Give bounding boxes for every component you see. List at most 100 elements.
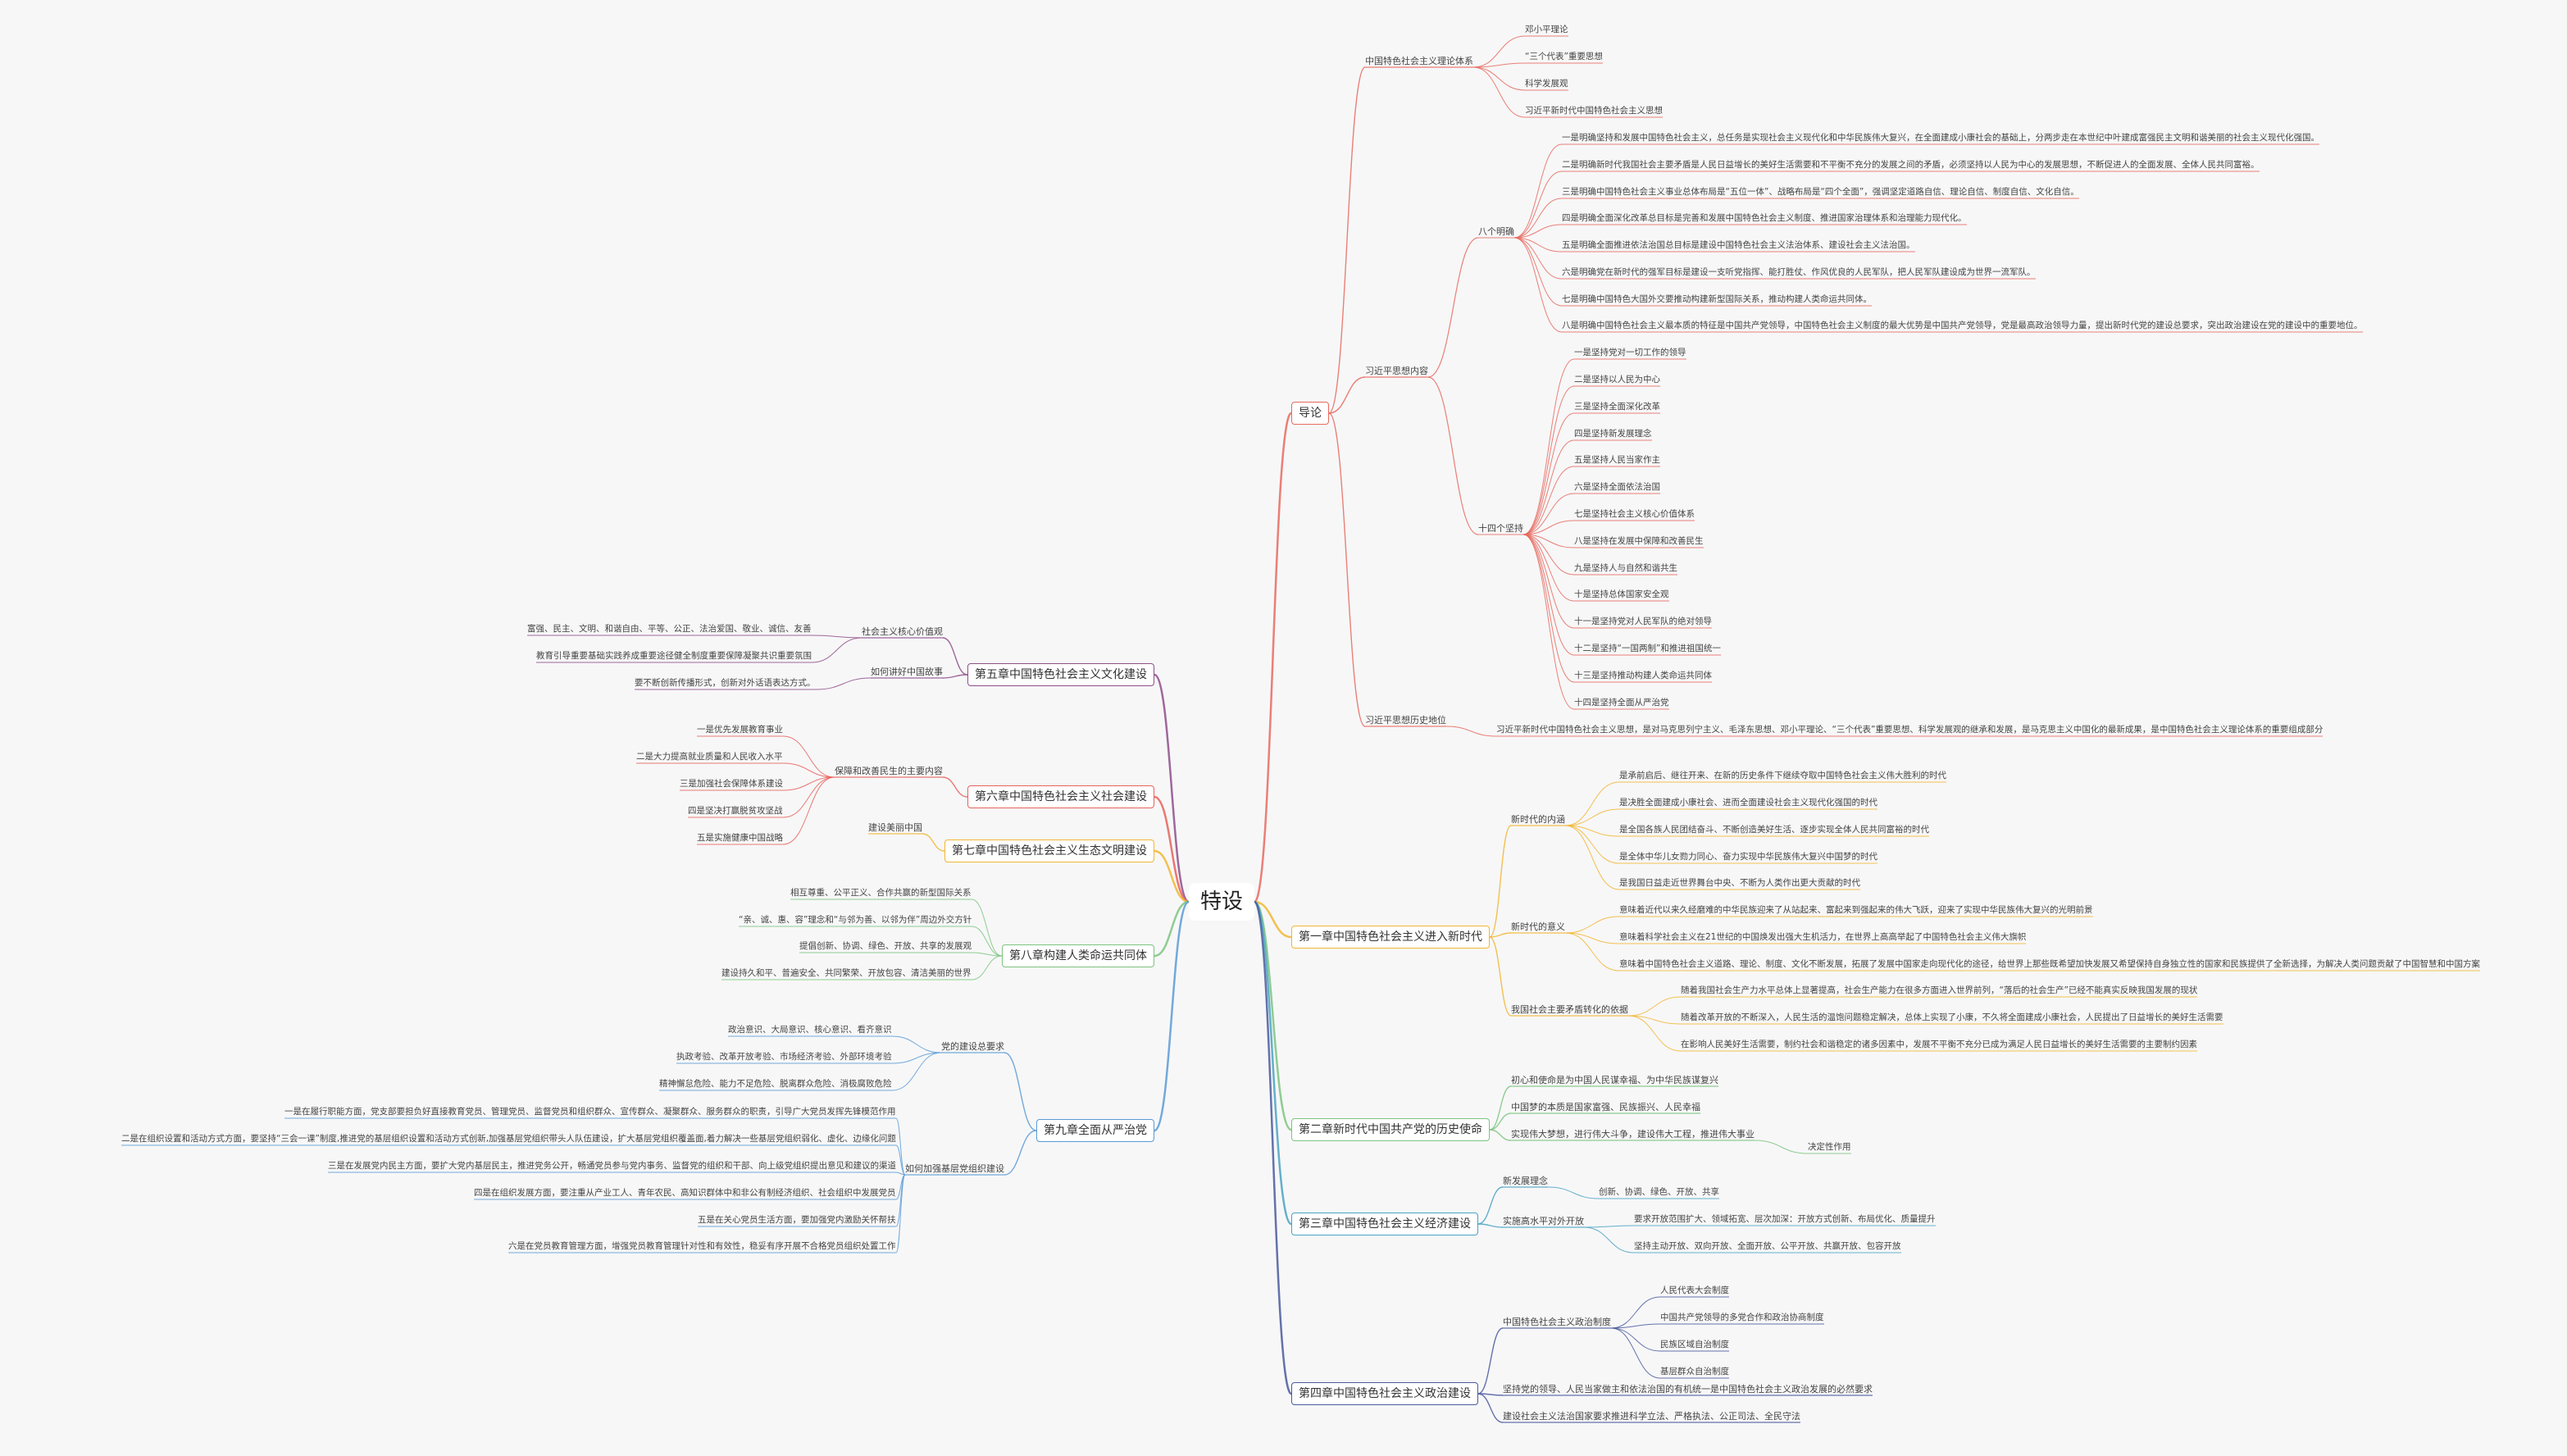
leaf-node[interactable]: 意味着近代以来久经磨难的中华民族迎来了从站起来、富起来到强起来的伟大飞跃，迎来了… xyxy=(1619,905,2093,915)
leaf-node[interactable]: 要不断创新传播形式，创新对外话语表达方式。 xyxy=(635,678,816,688)
leaf-node[interactable]: 六是明确党在新时代的强军目标是建设一支听党指挥、能打胜仗、作风优良的人民军队，把… xyxy=(1562,267,2036,277)
leaf-node[interactable]: 十一是坚持党对人民军队的绝对领导 xyxy=(1574,617,1712,626)
leaf-node[interactable]: 基层群众自治制度 xyxy=(1660,1367,1729,1376)
leaf-node[interactable]: 教育引导重要基础实践养成重要途径健全制度重要保障凝聚共识重要氛围 xyxy=(536,651,812,661)
leaf-node[interactable]: 二是明确新时代我国社会主要矛盾是人民日益增长的美好生活需要和不平衡不充分的发展之… xyxy=(1562,160,2260,170)
leaf-node[interactable]: 四是坚持新发展理念 xyxy=(1574,429,1652,439)
leaf-node[interactable]: 五是明确全面推进依法治国总目标是建设中国特色社会主义法治体系、建设社会主义法治国… xyxy=(1562,240,1915,250)
chapter-node[interactable]: 第七章中国特色社会主义生态文明建设 xyxy=(944,839,1154,862)
leaf-node[interactable]: 要求开放范围扩大、领域拓宽、层次加深：开放方式创新、布局优化、质量提升 xyxy=(1634,1214,1936,1224)
leaf-node[interactable]: 六是坚持全面依法治国 xyxy=(1574,482,1660,492)
leaf-node[interactable]: 在影响人民美好生活需要，制约社会和谐稳定的诸多因素中，发展不平衡不充分已成为满足… xyxy=(1681,1040,2197,1049)
leaf-node[interactable]: “三个代表”重要思想 xyxy=(1525,52,1603,61)
leaf-node[interactable]: 坚持主动开放、双向开放、全面开放、公平开放、共赢开放、包容开放 xyxy=(1634,1241,1901,1251)
leaf-node[interactable]: 创新、协调、绿色、开放、共享 xyxy=(1599,1187,1719,1197)
chapter-node[interactable]: 第四章中国特色社会主义政治建设 xyxy=(1291,1382,1478,1405)
section-node[interactable]: 实施高水平对外开放 xyxy=(1503,1216,1584,1226)
leaf-node[interactable]: 是决胜全面建成小康社会、进而全面建设社会主义现代化强国的时代 xyxy=(1619,798,1877,808)
leaf-node[interactable]: 提倡创新、协调、绿色、开放、共享的发展观 xyxy=(799,941,972,951)
leaf-node[interactable]: 二是坚持以人民为中心 xyxy=(1574,375,1660,384)
chapter-node[interactable]: 第九章全面从严治党 xyxy=(1036,1119,1154,1142)
section-node[interactable]: 中国特色社会主义理论体系 xyxy=(1365,56,1473,66)
leaf-node[interactable]: 九是坚持人与自然和谐共生 xyxy=(1574,563,1677,573)
leaf-node[interactable]: 三是在发展党内民主方面，要扩大党内基层民主，推进党务公开，畅通党员参与党内事务、… xyxy=(328,1161,896,1171)
leaf-node[interactable]: 是全国各族人民团结奋斗、不断创造美好生活、逐步实现全体人民共同富裕的时代 xyxy=(1619,825,1929,835)
leaf-node[interactable]: 八是坚持在发展中保障和改善民生 xyxy=(1574,536,1704,546)
section-node[interactable]: 新发展理念 xyxy=(1503,1176,1548,1186)
leaf-node[interactable]: 政治意识、大局意识、核心意识、看齐意识 xyxy=(728,1025,892,1035)
leaf-node[interactable]: 邓小平理论 xyxy=(1525,25,1568,34)
leaf-node[interactable]: 一是优先发展教育事业 xyxy=(697,725,783,735)
leaf-node[interactable]: “亲、诚、惠、容”理念和“与邻为善、以邻为伴”周边外交方针 xyxy=(739,915,972,925)
leaf-node[interactable]: 五是在关心党员生活方面，要加强党内激励关怀帮扶 xyxy=(698,1215,896,1225)
leaf-node[interactable]: 二是在组织设置和活动方式方面，要坚持“三会一课”制度,推进党的基层组织设置和活动… xyxy=(121,1134,896,1144)
leaf-node[interactable]: 一是明确坚持和发展中国特色社会主义，总任务是实现社会主义现代化和中华民族伟大复兴… xyxy=(1562,133,2319,143)
leaf-node[interactable]: 科学发展观 xyxy=(1525,79,1568,89)
leaf-node[interactable]: 三是坚持全面深化改革 xyxy=(1574,402,1660,412)
leaf-node[interactable]: 四是明确全面深化改革总目标是完善和发展中国特色社会主义制度、推进国家治理体系和治… xyxy=(1562,213,1967,223)
section-node[interactable]: 中国梦的本质是国家富强、民族振兴、人民幸福 xyxy=(1511,1102,1700,1112)
leaf-node[interactable]: 五是坚持人民当家作主 xyxy=(1574,455,1660,465)
section-node[interactable]: 中国特色社会主义政治制度 xyxy=(1503,1317,1611,1327)
leaf-node[interactable]: 随着改革开放的不断深入，人民生活的温饱问题稳定解决，总体上实现了小康，不久将全面… xyxy=(1681,1012,2223,1022)
leaf-node[interactable]: 习近平新时代中国特色社会主义思想 xyxy=(1525,106,1663,116)
section-node[interactable]: 党的建设总要求 xyxy=(941,1041,1004,1052)
leaf-node[interactable]: 二是大力提高就业质量和人民收入水平 xyxy=(636,752,783,762)
chapter-node[interactable]: 导论 xyxy=(1291,402,1329,425)
leaf-node[interactable]: 八是明确中国特色社会主义最本质的特征是中国共产党领导，中国特色社会主义制度的最大… xyxy=(1562,321,2363,330)
leaf-node[interactable]: 决定性作用 xyxy=(1808,1142,1851,1152)
leaf-node[interactable]: 十四是坚持全面从严治党 xyxy=(1574,698,1669,708)
leaf-node[interactable]: 人民代表大会制度 xyxy=(1660,1285,1729,1295)
root-topic[interactable]: 特设 xyxy=(1189,883,1255,921)
section-node[interactable]: 建设社会主义法治国家要求推进科学立法、严格执法、公正司法、全民守法 xyxy=(1503,1411,1800,1422)
leaf-node[interactable]: 是全体中华儿女勠力同心、奋力实现中华民族伟大复兴中国梦的时代 xyxy=(1619,852,1877,862)
leaf-node[interactable]: 三是明确中国特色社会主义事业总体布局是“五位一体”、战略布局是“四个全面”，强调… xyxy=(1562,187,2079,197)
leaf-node[interactable]: 意味着中国特色社会主义道路、理论、制度、文化不断发展，拓展了发展中国家走向现代化… xyxy=(1619,959,2480,969)
section-node[interactable]: 保障和改善民生的主要内容 xyxy=(835,766,943,776)
leaf-node[interactable]: 七是坚持社会主义核心价值体系 xyxy=(1574,509,1695,519)
section-node[interactable]: 八个明确 xyxy=(1478,226,1514,237)
leaf-node[interactable]: 七是明确中国特色大国外交要推动构建新型国际关系，推动构建人类命运共同体。 xyxy=(1562,294,1872,304)
leaf-node[interactable]: 建设持久和平、普遍安全、共同繁荣、开放包容、清洁美丽的世界 xyxy=(721,968,972,978)
section-node[interactable]: 习近平思想历史地位 xyxy=(1365,715,1446,726)
leaf-node[interactable]: 精神懈怠危险、能力不足危险、脱离群众危险、消极腐败危险 xyxy=(659,1079,892,1089)
leaf-node[interactable]: 执政考验、改革开放考验、市场经济考验、外部环境考验 xyxy=(676,1052,892,1062)
section-node[interactable]: 十四个坚持 xyxy=(1478,523,1523,534)
leaf-node[interactable]: 是我国日益走近世界舞台中央、不断为人类作出更大贡献的时代 xyxy=(1619,878,1860,888)
leaf-node[interactable]: 四是坚决打赢脱贫攻坚战 xyxy=(688,806,783,816)
leaf-node[interactable]: 十二是坚持“一国两制”和推进祖国统一 xyxy=(1574,644,1721,653)
leaf-node[interactable]: 五是实施健康中国战略 xyxy=(697,833,783,843)
section-node[interactable]: 我国社会主要矛盾转化的依据 xyxy=(1511,1004,1628,1015)
section-node[interactable]: 如何讲好中国故事 xyxy=(871,667,943,677)
leaf-node[interactable]: 十是坚持总体国家安全观 xyxy=(1574,589,1669,599)
section-node[interactable]: 坚持党的领导、人民当家做主和依法治国的有机统一是中国特色社会主义政治发展的必然要… xyxy=(1503,1384,1873,1395)
leaf-node[interactable]: 四是在组织发展方面，要注重从产业工人、青年农民、高知识群体中和非公有制经济组织、… xyxy=(474,1188,896,1198)
chapter-node[interactable]: 第一章中国特色社会主义进入新时代 xyxy=(1291,926,1490,949)
leaf-node[interactable]: 一是在履行职能方面，党支部要担负好直接教育党员、管理党员、监督党员和组织群众、宣… xyxy=(284,1107,896,1117)
section-node[interactable]: 建设美丽中国 xyxy=(868,822,922,833)
leaf-node[interactable]: 富强、民主、文明、和谐自由、平等、公正、法治爱国、敬业、诚信、友善 xyxy=(527,624,812,634)
leaf-node[interactable]: 十三是坚持推动构建人类命运共同体 xyxy=(1574,671,1712,680)
leaf-node[interactable]: 随着我国社会生产力水平总体上显著提高，社会生产能力在很多方面进入世界前列，“落后… xyxy=(1681,985,2198,995)
section-node[interactable]: 如何加强基层党组织建设 xyxy=(905,1163,1004,1174)
leaf-node[interactable]: 中国共产党领导的多党合作和政治协商制度 xyxy=(1660,1313,1824,1322)
leaf-node[interactable]: 习近平新时代中国特色社会主义思想，是对马克思列宁主义、毛泽东思想、邓小平理论、“… xyxy=(1496,725,2323,735)
leaf-node[interactable]: 三是加强社会保障体系建设 xyxy=(680,779,783,789)
leaf-node[interactable]: 民族区域自治制度 xyxy=(1660,1340,1729,1349)
chapter-node[interactable]: 第五章中国特色社会主义文化建设 xyxy=(967,663,1154,686)
leaf-node[interactable]: 是承前启后、继往开来、在新的历史条件下继续夺取中国特色社会主义伟大胜利的时代 xyxy=(1619,771,1946,780)
chapter-node[interactable]: 第二章新时代中国共产党的历史使命 xyxy=(1291,1118,1490,1141)
chapter-node[interactable]: 第三章中国特色社会主义经济建设 xyxy=(1291,1213,1478,1235)
leaf-node[interactable]: 意味着科学社会主义在21世纪的中国焕发出强大生机活力，在世界上高高举起了中国特色… xyxy=(1619,932,2027,942)
section-node[interactable]: 习近平思想内容 xyxy=(1365,366,1428,376)
section-node[interactable]: 社会主义核心价值观 xyxy=(862,626,943,637)
chapter-node[interactable]: 第八章构建人类命运共同体 xyxy=(1002,944,1154,967)
section-node[interactable]: 新时代的意义 xyxy=(1511,921,1565,932)
section-node[interactable]: 初心和使命是为中国人民谋幸福、为中华民族谋复兴 xyxy=(1511,1075,1718,1085)
leaf-node[interactable]: 相互尊重、公平正义、合作共赢的新型国际关系 xyxy=(790,888,972,898)
leaf-node[interactable]: 一是坚持党对一切工作的领导 xyxy=(1574,348,1686,357)
section-node[interactable]: 新时代的内涵 xyxy=(1511,814,1565,825)
leaf-node[interactable]: 六是在党员教育管理方面，增强党员教育管理针对性和有效性，稳妥有序开展不合格党员组… xyxy=(508,1241,896,1251)
chapter-node[interactable]: 第六章中国特色社会主义社会建设 xyxy=(967,785,1154,808)
section-node[interactable]: 实现伟大梦想，进行伟大斗争，建设伟大工程，推进伟大事业 xyxy=(1511,1129,1755,1140)
